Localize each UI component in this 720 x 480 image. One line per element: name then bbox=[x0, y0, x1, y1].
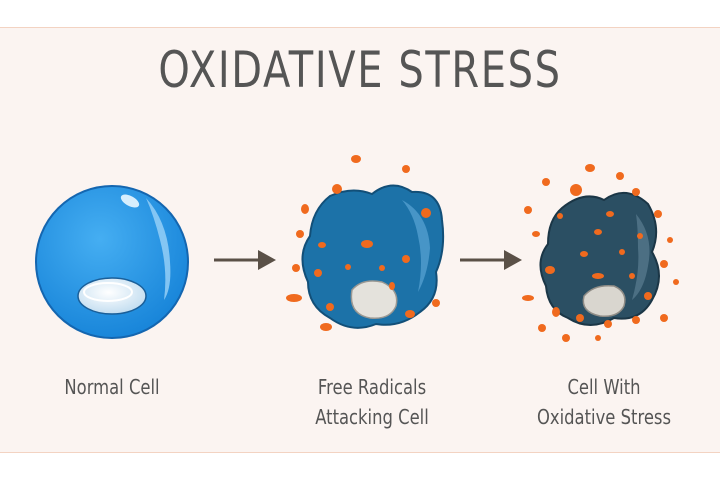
normal-cell bbox=[35, 185, 189, 339]
stage-label-line: Free Radicals bbox=[317, 375, 427, 399]
stage-label-line: Attacking Cell bbox=[315, 405, 429, 429]
attacked-cell-nucleus bbox=[350, 280, 398, 319]
stage-label-free-radicals: Free Radicals Attacking Cell bbox=[282, 372, 462, 432]
stressed-cell bbox=[539, 192, 660, 326]
stressed-cell-nucleus bbox=[582, 284, 626, 318]
stage-label-line: Oxidative Stress bbox=[536, 405, 672, 429]
arrow-icon bbox=[214, 250, 276, 270]
free-radicals-attacking bbox=[286, 155, 440, 331]
attacked-cell bbox=[301, 184, 445, 329]
free-radicals-stress bbox=[522, 164, 679, 342]
arrow-icon bbox=[460, 250, 522, 270]
stage-label-line: Normal Cell bbox=[64, 375, 160, 399]
diagram-title: OXIDATIVE STRESS bbox=[158, 41, 562, 99]
stage-label-line: Cell With bbox=[567, 375, 641, 399]
stage-label-normal-cell: Normal Cell bbox=[22, 372, 202, 402]
stage-label-oxidative-stress: Cell With Oxidative Stress bbox=[514, 372, 694, 432]
